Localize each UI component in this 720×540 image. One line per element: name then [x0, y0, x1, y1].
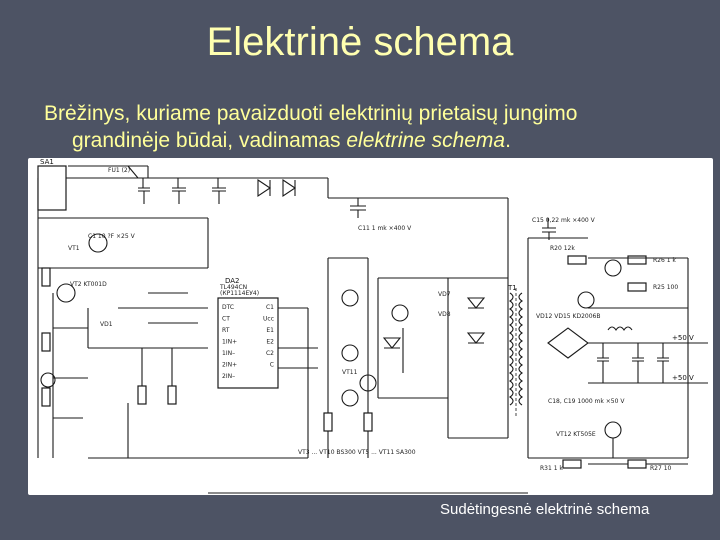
label-r26: R26 1 k [653, 257, 676, 264]
chip-pins-left: DTC CT RT 1IN+ 1IN– 2IN+ 2IN– [222, 304, 237, 380]
chip-name: DA2 [225, 277, 240, 285]
switch-sa1 [37, 165, 67, 211]
chip-pin-left-5: 2IN+ [222, 362, 237, 369]
slide-body-text: Brėžinys, kuriame pavaizduoti elektrinių… [44, 100, 704, 154]
circuit-schematic-image: SA1 FU1 (2) C1 10 ?F ×25 V C11 1 mk ×400… [28, 158, 713, 495]
chip-pin-left-3: 1IN+ [222, 339, 237, 346]
transistor-vt9 [341, 389, 359, 407]
label-c19: C18, C19 1000 mk ×50 V [548, 398, 625, 405]
transistor-vt1 [88, 233, 108, 253]
label-fu1: FU1 (2) [108, 167, 130, 174]
transistor-vt2 [56, 283, 76, 303]
body-line-2: grandinėje būdai, vadinamas elektrine sc… [44, 127, 704, 154]
label-vd7: VD7 [438, 291, 451, 298]
label-vt1: VT1 [68, 245, 80, 252]
transistor-vt13 [604, 259, 622, 277]
label-r20: R20 12k [550, 245, 575, 252]
body-line-1: Brėžinys, kuriame pavaizduoti elektrinių… [44, 102, 578, 125]
chip-pin-left-6: 2IN– [222, 373, 235, 380]
label-c1: C1 10 ?F ×25 V [88, 233, 136, 240]
label-r27: R27 10 [650, 465, 672, 472]
chip-pin-left-2: RT [222, 327, 230, 334]
chip-pin-left-1: CT [222, 316, 230, 323]
label-r25: R25 100 [653, 284, 678, 291]
body-line-2-emphasis: elektrine schema [346, 129, 506, 152]
label-vt11: VT11 [342, 369, 358, 376]
chip-pin-right-3: E2 [266, 339, 274, 346]
chip-alt: (КР1114ЕУ4) [220, 290, 259, 297]
transistor-vt5 [341, 344, 359, 362]
chip-pin-right-0: C1 [266, 304, 274, 311]
label-sa1: SA1 [40, 158, 54, 166]
label-t1: T1 [507, 284, 517, 292]
label-c15: C15 0,22 mk ×400 V [532, 217, 596, 224]
transistor-vt11 [359, 374, 377, 392]
label-vd12: VD12 VD15 KD2006B [536, 313, 600, 320]
chip-da2 [217, 297, 279, 389]
chip-pin-right-2: E1 [266, 327, 274, 334]
chip-pin-left-0: DTC [222, 304, 234, 311]
transistor-vt14 [577, 291, 595, 309]
transistor-vt10 [391, 304, 409, 322]
slide-title: Elektrinė schema [206, 20, 514, 64]
chip-pin-left-4: 1IN– [222, 350, 235, 357]
chip-pin-right-4: C2 [266, 350, 274, 357]
label-c11: C11 1 mk ×400 V [358, 225, 412, 232]
transistor-vt3 [341, 289, 359, 307]
body-line-2-suffix: . [505, 129, 511, 152]
chip-pin-right-1: Ucc [263, 316, 274, 323]
label-r31: R31 1 k [540, 465, 563, 472]
label-vd1: VD1 [100, 321, 113, 328]
label-vt2: VT2 KT001D [70, 281, 107, 288]
label-vt-note: VT3 ... VT10 BS300 VT5 ... VT11 SA300 [298, 449, 416, 456]
label-vt12: VT12 KT505E [556, 431, 596, 438]
label-vd8: VD8 [438, 311, 451, 318]
label-out2: +50 V [672, 374, 694, 382]
circuit-schematic-drawing: SA1 FU1 (2) C1 10 ?F ×25 V C11 1 mk ×400… [37, 158, 708, 494]
chip-pin-right-5: C [270, 362, 274, 369]
body-line-2-prefix: grandinėje būdai, vadinamas [72, 129, 347, 152]
label-out1: +50 V [672, 334, 694, 342]
chip-part: TL494CN [219, 284, 247, 291]
schematic-caption: Sudėtingesnė elektrinė schema [440, 501, 650, 518]
transistor-vt12 [604, 421, 622, 439]
